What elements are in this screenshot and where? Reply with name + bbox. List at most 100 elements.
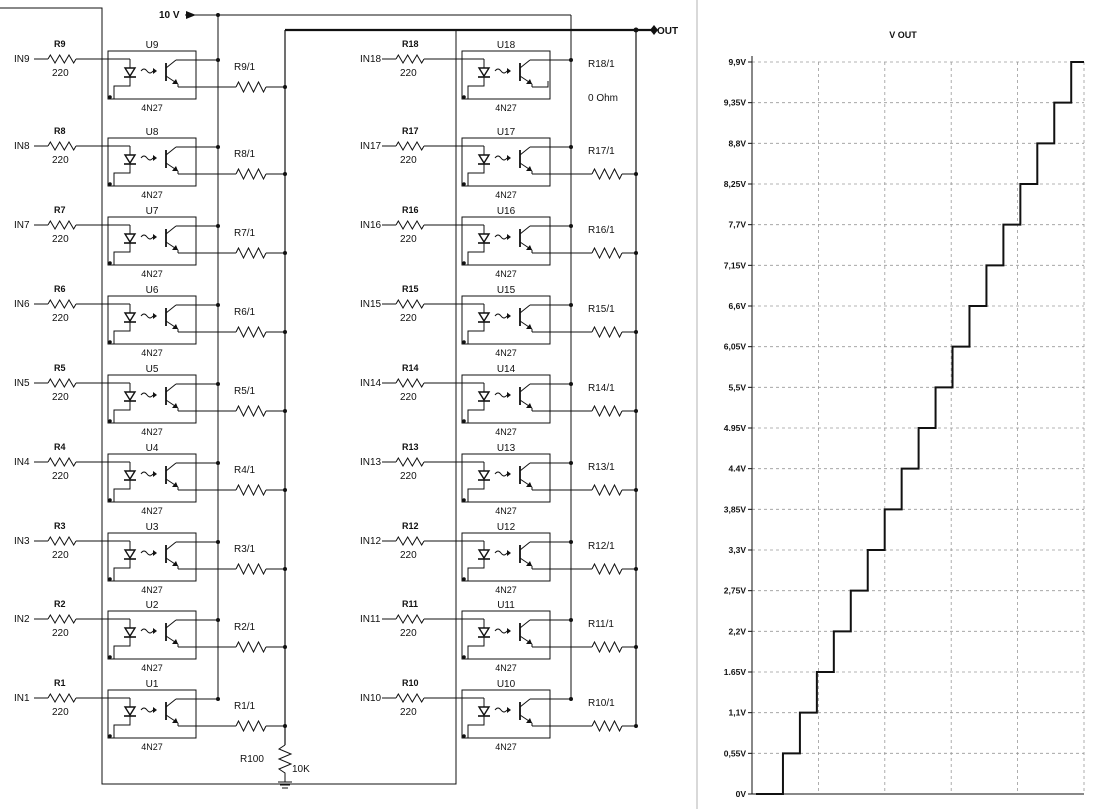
input-resistor-value: 220 bbox=[52, 707, 69, 718]
input-resistor-zigzag bbox=[47, 457, 77, 467]
series-resistor-name: R18/1 bbox=[588, 59, 615, 70]
y-tick-label: 3,3V bbox=[729, 545, 747, 555]
junction-dot bbox=[283, 724, 287, 728]
coupler-designator: U7 bbox=[146, 206, 159, 217]
transistor-collector bbox=[165, 698, 177, 708]
input-resistor-value: 220 bbox=[400, 550, 417, 561]
series-resistor-name: R7/1 bbox=[234, 228, 256, 239]
coupler-part-number: 4N27 bbox=[141, 348, 163, 358]
transistor-collector bbox=[165, 541, 177, 551]
optocoupler-package bbox=[107, 532, 197, 582]
load-resistor-zigzag bbox=[277, 744, 293, 782]
led-return-wire bbox=[113, 559, 131, 581]
coupler-designator: U8 bbox=[146, 127, 159, 138]
led-return-wire bbox=[113, 716, 131, 738]
input-resistor-name: R10 bbox=[402, 678, 419, 688]
input-resistor-name: R11 bbox=[402, 599, 418, 609]
input-label: IN8 bbox=[14, 141, 30, 152]
input-resistor-zigzag bbox=[395, 220, 425, 230]
input-resistor-name: R8 bbox=[54, 126, 66, 136]
series-resistor-name: R17/1 bbox=[588, 146, 615, 157]
input-resistor-name: R7 bbox=[54, 205, 66, 215]
coupler-part-number: 4N27 bbox=[141, 103, 163, 113]
junction-dot bbox=[283, 645, 287, 649]
panel-divider bbox=[696, 0, 698, 809]
series-resistor-name: R3/1 bbox=[234, 544, 256, 555]
junction-dot bbox=[462, 498, 466, 502]
junction-dot bbox=[108, 340, 112, 344]
junction-dot bbox=[569, 540, 573, 544]
y-tick-label: 8,8V bbox=[729, 138, 747, 148]
coupler-designator: U12 bbox=[497, 522, 516, 533]
led-return-wire bbox=[113, 480, 131, 502]
input-label: IN12 bbox=[360, 536, 382, 547]
junction-dot bbox=[462, 95, 466, 99]
led-return-wire bbox=[467, 637, 485, 659]
transistor-collector bbox=[519, 146, 531, 156]
led-icon bbox=[123, 312, 137, 323]
light-arrow-icon bbox=[153, 628, 157, 634]
load-resistor-value: 10K bbox=[292, 764, 310, 775]
light-arrow-icon bbox=[153, 155, 157, 161]
input-resistor-zigzag bbox=[47, 299, 77, 309]
series-resistor-zigzag bbox=[591, 167, 623, 181]
input-resistor-value: 220 bbox=[400, 392, 417, 403]
coupler-designator: U9 bbox=[146, 40, 159, 51]
light-coupling-icon bbox=[140, 471, 154, 477]
junction-dot bbox=[462, 419, 466, 423]
input-resistor-zigzag bbox=[47, 141, 77, 151]
supply-arrow-icon bbox=[186, 11, 196, 19]
y-tick-label: 1.65V bbox=[724, 667, 747, 677]
led-icon bbox=[477, 706, 491, 717]
optocoupler-package bbox=[107, 453, 197, 503]
input-resistor-name: R15 bbox=[402, 284, 419, 294]
series-resistor-name: R8/1 bbox=[234, 149, 256, 160]
light-arrow-icon bbox=[507, 234, 511, 240]
light-coupling-icon bbox=[140, 68, 154, 74]
emitter-arrow-icon bbox=[526, 166, 532, 171]
coupler-designator: U3 bbox=[146, 522, 159, 533]
junction-dot bbox=[108, 182, 112, 186]
led-return-wire bbox=[467, 716, 485, 738]
series-resistor-zigzag bbox=[591, 404, 623, 418]
optocoupler-package bbox=[107, 374, 197, 424]
led-icon bbox=[477, 312, 491, 323]
junction-dot bbox=[216, 382, 220, 386]
input-resistor-zigzag bbox=[395, 141, 425, 151]
series-resistor-name: R5/1 bbox=[234, 386, 256, 397]
input-resistor-zigzag bbox=[47, 54, 77, 64]
led-icon bbox=[123, 627, 137, 638]
emitter-arrow-icon bbox=[526, 482, 532, 487]
transistor-collector bbox=[165, 59, 177, 69]
series-resistor-zigzag bbox=[235, 719, 267, 733]
led-return-wire bbox=[113, 164, 131, 186]
y-tick-label: 2,2V bbox=[729, 626, 747, 636]
emitter-arrow-icon bbox=[526, 79, 532, 84]
ground-icon bbox=[278, 781, 292, 789]
coupler-part-number: 4N27 bbox=[141, 663, 163, 673]
led-return-wire bbox=[467, 559, 485, 581]
junction-dot bbox=[634, 724, 638, 728]
led-return-wire bbox=[467, 480, 485, 502]
coupler-designator: U1 bbox=[146, 679, 159, 690]
y-tick-label: 9,9V bbox=[729, 57, 747, 67]
transistor-collector bbox=[519, 225, 531, 235]
input-label: IN17 bbox=[360, 141, 382, 152]
input-resistor-zigzag bbox=[395, 54, 425, 64]
junction-dot bbox=[569, 145, 573, 149]
junction-dot bbox=[283, 488, 287, 492]
light-coupling-icon bbox=[140, 234, 154, 240]
junction-dot bbox=[216, 618, 220, 622]
led-icon bbox=[477, 549, 491, 560]
junction-dot bbox=[216, 540, 220, 544]
led-icon bbox=[477, 154, 491, 165]
optocoupler-package bbox=[461, 295, 551, 345]
coupler-part-number: 4N27 bbox=[141, 190, 163, 200]
zero-ohm-note: 0 Ohm bbox=[588, 93, 618, 104]
led-return-wire bbox=[113, 77, 131, 99]
